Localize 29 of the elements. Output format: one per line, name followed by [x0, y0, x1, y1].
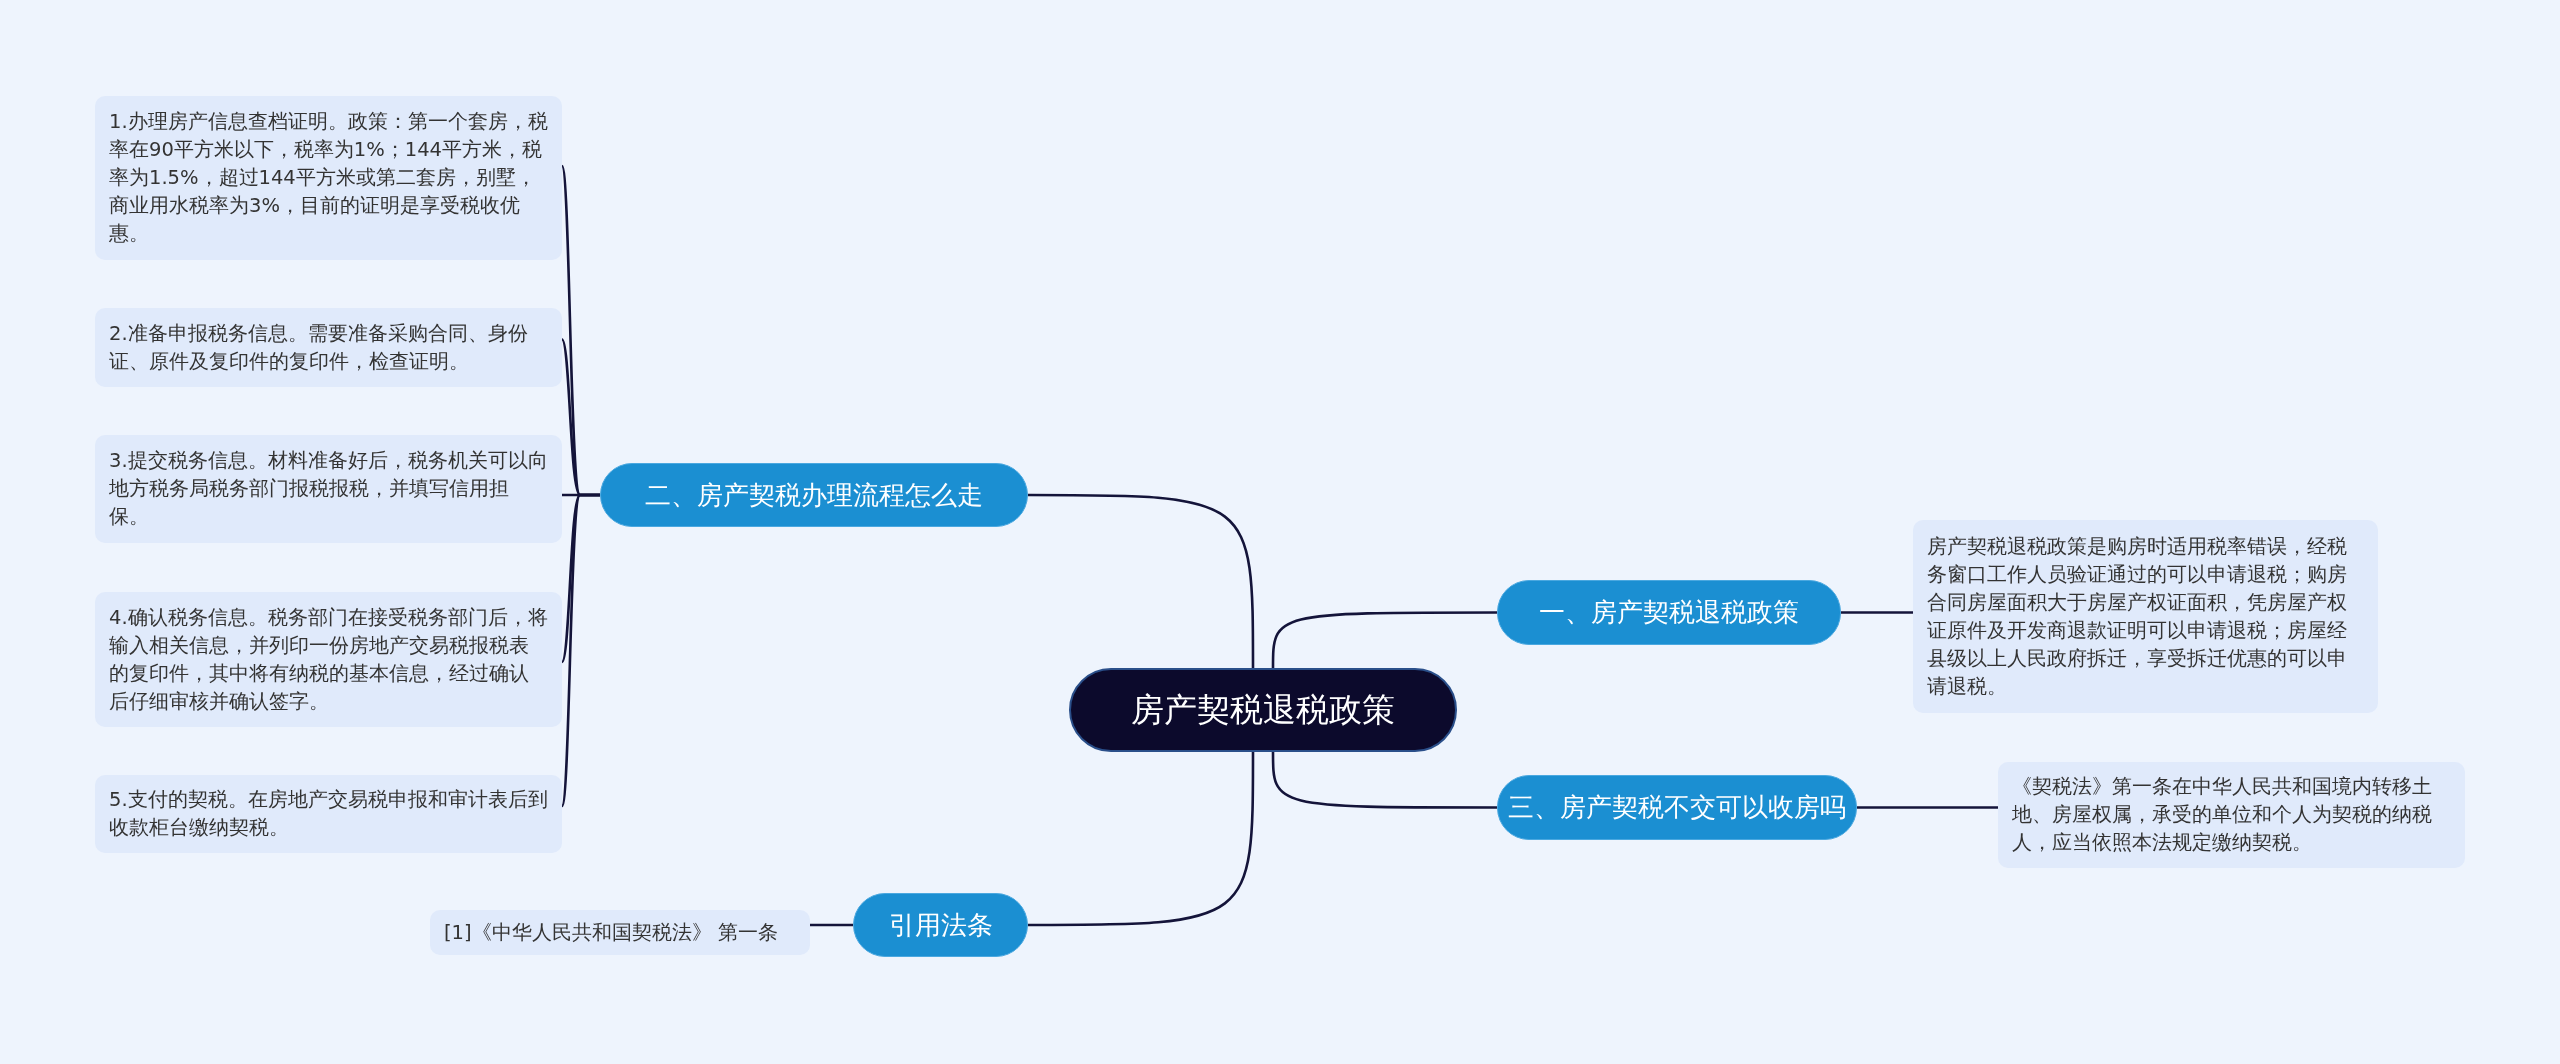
node-text: 房产契税退税政策: [1131, 688, 1395, 731]
note-card: [95, 308, 562, 387]
connector-line: [1841, 611, 1913, 614]
connector-line: [1028, 752, 1255, 927]
node-text: 《契税法》第一条在中华人民共和国境内转移土地、房屋权属，承受的单位和个人为契税的纳税人，应当依照本法规定缴纳契税。: [2012, 774, 2433, 856]
note-card: [1998, 762, 2465, 868]
note-card: [95, 96, 562, 260]
node-text: 一、房产契税退税政策: [1539, 596, 1799, 629]
node-text: 引用法条: [888, 908, 993, 942]
connector-line: [810, 923, 853, 927]
connector-line: [1271, 752, 1497, 809]
note-card: [1913, 520, 2378, 713]
connector-line: [1028, 493, 1255, 668]
note-card: [95, 435, 562, 543]
node-text: 二、房产契税办理流程怎么走: [645, 478, 983, 512]
node-text: 5.支付的契税。在房地产交易税申报和审计表后到收款柜台缴纳契税。: [109, 787, 548, 841]
node-text: 2.准备申报税务信息。需要准备采购合同、身份证、原件及复印件的复印件，检查证明。: [109, 320, 529, 375]
connector-line: [1857, 806, 1998, 809]
node-text: 3.提交税务信息。材料准备好后，税务机关可以向地方税务局税务部门报税报税，并填写信用担保。: [109, 448, 548, 530]
node-text: 1.办理房产信息查档证明。政策：第一个套房，税率在90平方米以下，税率为1%；144平方米，税率为1.5%，超过144平方米或第二套房，别墅，商业用水税率为3%，目前的证明是享受税收优惠。: [109, 109, 548, 247]
connector-line: [560, 493, 600, 807]
node-text: 房产契税退税政策是购房时适用税率错误，经税务窗口工作人员验证通过的可以申请退税；购房合同房屋面积大于房屋产权证面积，凭房屋产权证原件及开发商退款证明可以申请退税；房屋经县级以上人民政府拆迁，享受拆迁优惠的可以申请退税。: [1927, 533, 2348, 700]
note-card: [95, 775, 562, 853]
note-card: [95, 592, 562, 727]
node-text: 三、房产契税不交可以收房吗: [1508, 791, 1846, 824]
connector-line: [1271, 611, 1497, 668]
node-text: [1]《中华人民共和国契税法》 第一条: [444, 919, 778, 946]
node-text: 4.确认税务信息。税务部门在接受税务部门后，将输入相关信息，并列印一份房地产交易税报税表的复印件，其中将有纳税的基本信息，经过确认后仔细审核并确认签字。: [109, 604, 548, 715]
note-card: [430, 910, 810, 955]
